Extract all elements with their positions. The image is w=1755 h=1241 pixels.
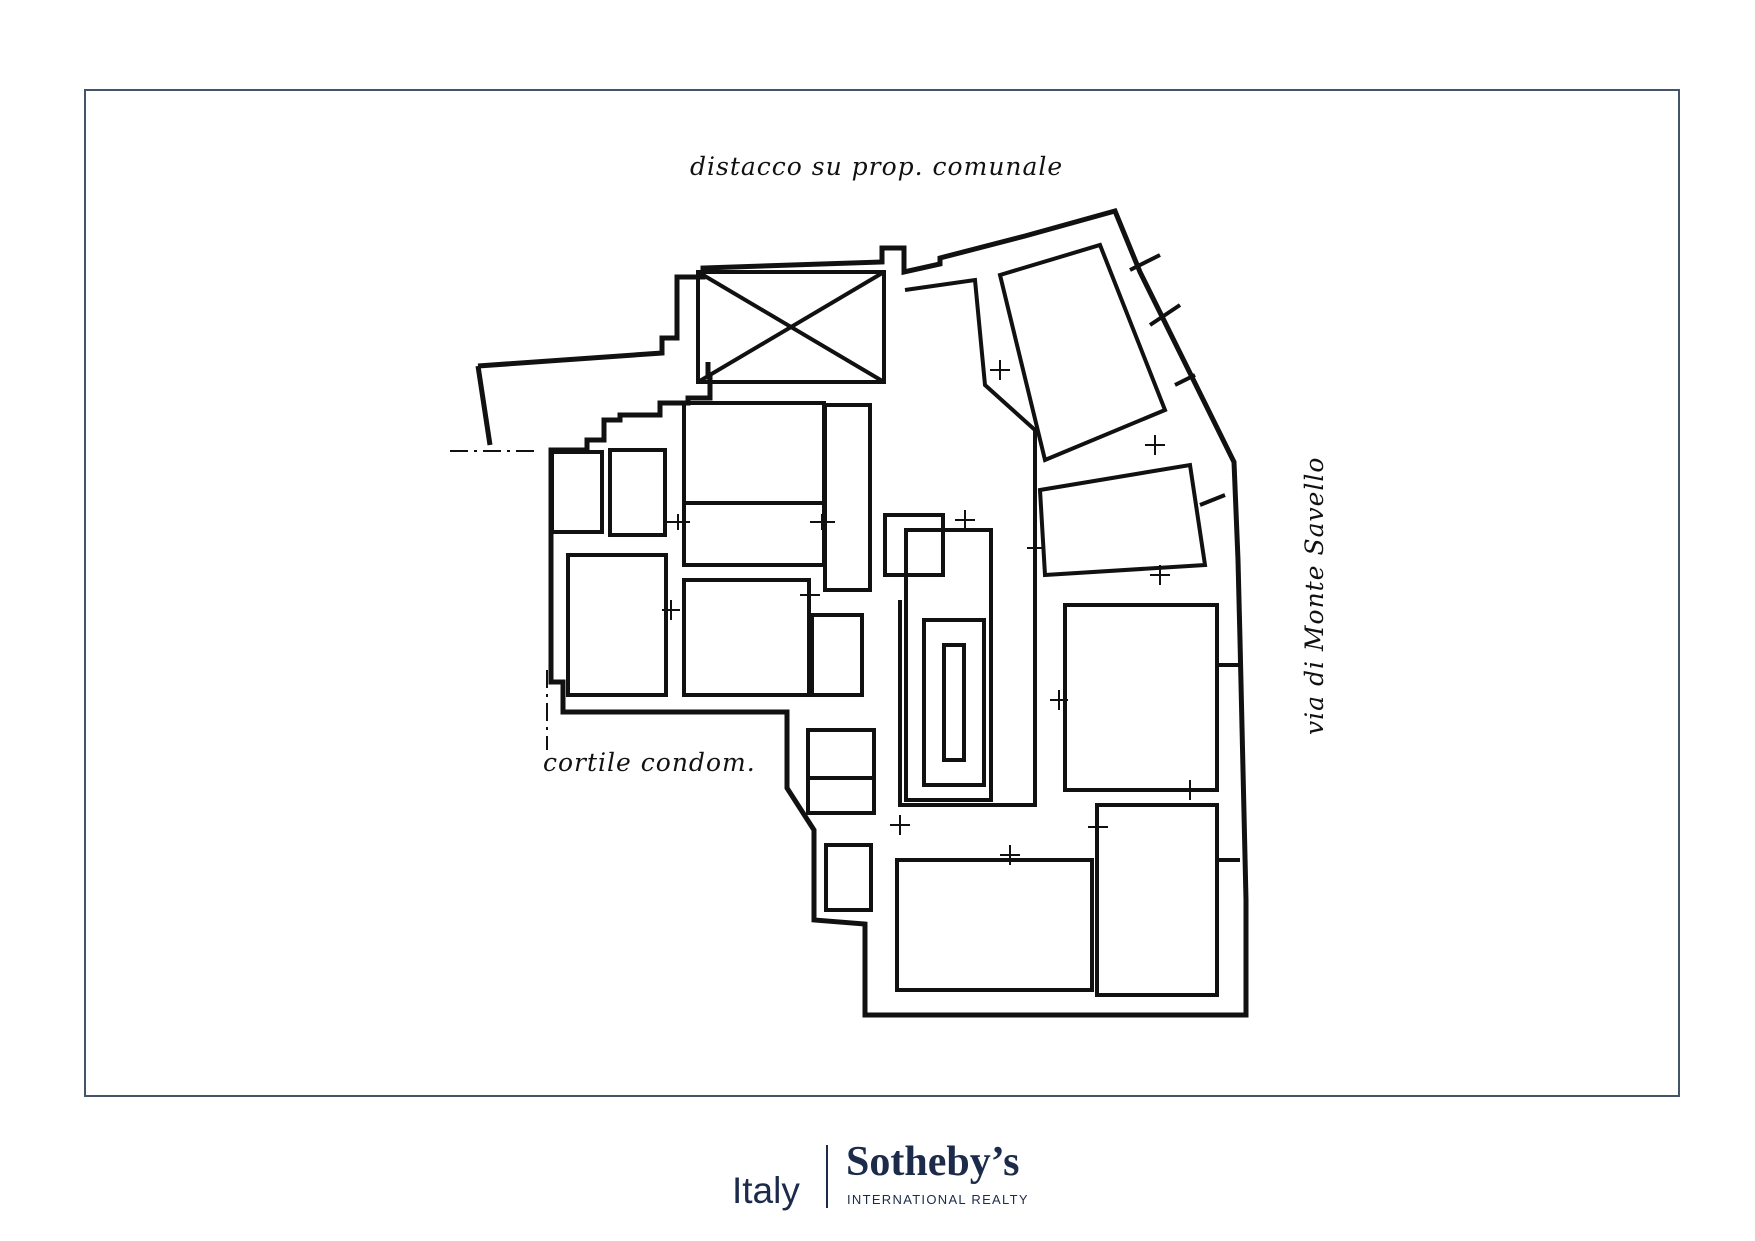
- room: [895, 858, 1094, 992]
- room: [566, 553, 668, 697]
- room: [1095, 803, 1219, 997]
- room: [810, 613, 864, 697]
- brand-divider: [826, 1145, 828, 1208]
- room: [1063, 603, 1219, 792]
- label-street: via di Monte Savello: [1300, 456, 1329, 735]
- label-courtyard: cortile condom.: [543, 748, 756, 777]
- building-outline: [477, 207, 1249, 1018]
- room: [682, 578, 811, 697]
- room: [608, 448, 667, 537]
- room: [823, 403, 872, 592]
- room: [1037, 462, 1208, 578]
- stair-core: [904, 528, 993, 802]
- room: [682, 401, 826, 505]
- brand-logo-name: Sotheby’s: [846, 1139, 1020, 1185]
- room: [682, 501, 826, 567]
- room: [806, 728, 876, 780]
- room: [550, 450, 604, 534]
- lightwell: [696, 270, 886, 384]
- room: [824, 843, 873, 912]
- room: [806, 776, 876, 815]
- room: [883, 513, 945, 577]
- room: [997, 242, 1168, 463]
- brand-logo-subtitle: INTERNATIONAL REALTY: [847, 1192, 1029, 1207]
- brand-region: Italy: [732, 1170, 800, 1211]
- label-north-boundary: distacco su prop. comunale: [690, 152, 1064, 181]
